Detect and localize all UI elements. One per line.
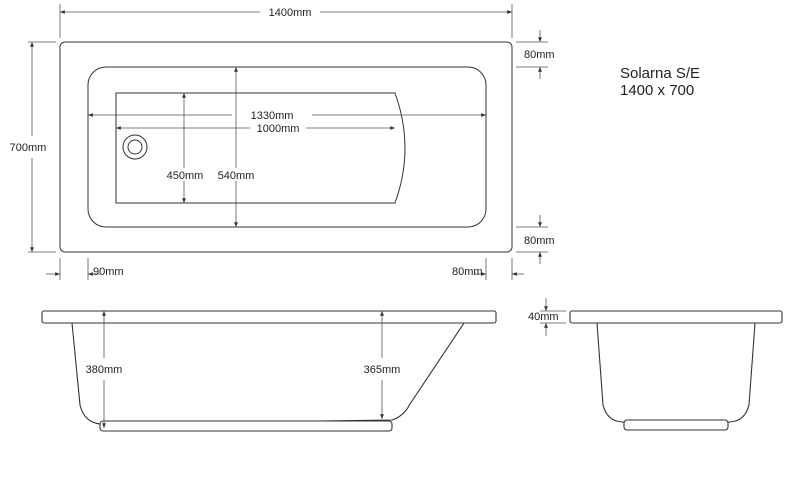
side-tub-body xyxy=(71,322,466,425)
dim-depth-left: 380mm xyxy=(86,364,123,376)
dim-depth-right: 365mm xyxy=(364,364,401,376)
end-base xyxy=(623,419,729,431)
plan-outer-rim xyxy=(59,41,513,253)
side-base xyxy=(99,420,393,432)
end-tub-body xyxy=(596,322,756,423)
dim-rim-left: 90mm xyxy=(93,266,124,278)
dim-rim-thickness: 40mm xyxy=(528,311,559,323)
side-view: 380mm 365mm xyxy=(41,310,497,432)
dim-rim-bottom: 80mm xyxy=(524,235,555,247)
dim-base-width: 450mm xyxy=(167,170,204,182)
dim-inner-length: 1330mm xyxy=(251,110,294,122)
plan-view: 1400mm 700mm 1330mm 1000mm 450mm 540mm 8… xyxy=(10,4,555,280)
dim-base-length: 1000mm xyxy=(257,123,300,135)
dim-overall-length: 1400mm xyxy=(269,7,312,19)
side-rim xyxy=(41,310,497,324)
plan-inner-basin xyxy=(87,66,487,228)
model-size: 1400 x 700 xyxy=(620,82,694,99)
dim-rim-right: 80mm xyxy=(452,266,483,278)
dim-rim-top: 80mm xyxy=(524,49,555,61)
dim-inner-width: 540mm xyxy=(218,170,255,182)
plan-base xyxy=(115,92,406,204)
plug-hole-inner xyxy=(127,139,143,155)
plug-hole-outer xyxy=(122,134,148,160)
end-view: 40mm xyxy=(528,298,783,431)
end-rim xyxy=(569,310,783,324)
dim-overall-width: 700mm xyxy=(10,142,47,154)
model-name: Solarna S/E xyxy=(620,65,700,82)
